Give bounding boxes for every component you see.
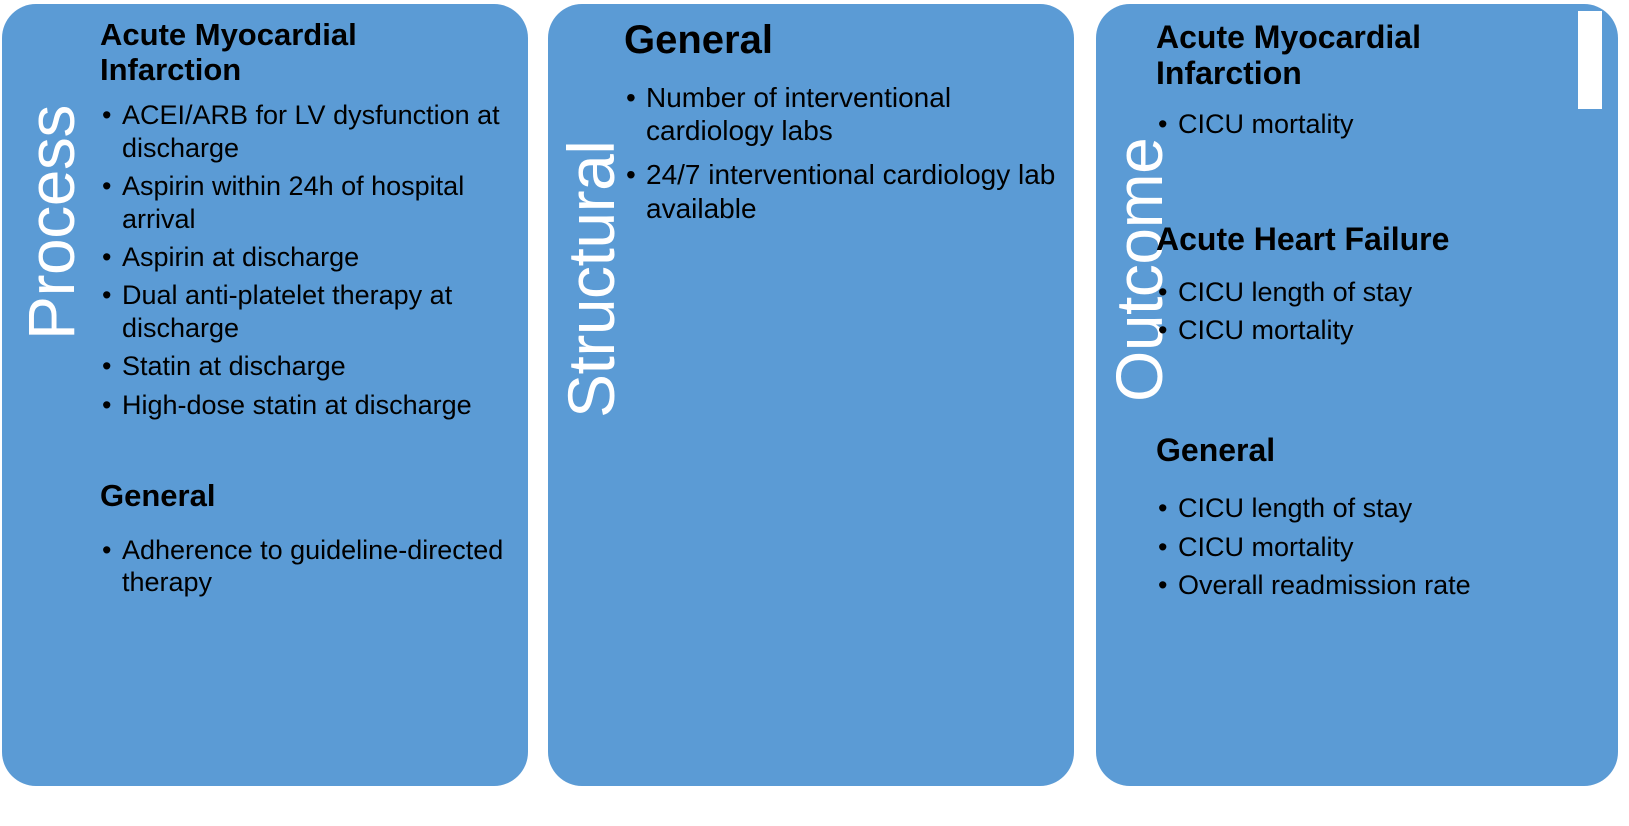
- section-title: General: [624, 18, 773, 62]
- section-general: General Number of interventional cardiol…: [624, 4, 1056, 225]
- white-marker-bar: [1578, 11, 1602, 109]
- panel-content-structural: General Number of interventional cardiol…: [624, 4, 1056, 786]
- section-title: Acute Myocardial Infarction: [1156, 19, 1421, 91]
- list-item: Overall readmission rate: [1156, 569, 1590, 602]
- section-title: Acute Heart Failure: [1156, 221, 1450, 258]
- list-item: 24/7 interventional cardiology lab avail…: [624, 158, 1056, 225]
- list-item: CICU mortality: [1156, 314, 1590, 347]
- list-item: Aspirin within 24h of hospital arrival: [100, 170, 506, 235]
- panel-outcome: Outcome Acute Myocardial Infarction CICU…: [1096, 4, 1618, 786]
- list-item: CICU mortality: [1156, 108, 1590, 141]
- panel-content-outcome: Acute Myocardial Infarction CICU mortali…: [1156, 4, 1590, 786]
- section-general: General Adherence to guideline-directed …: [100, 427, 506, 599]
- list-item: Aspirin at discharge: [100, 241, 506, 274]
- panel-category-label-structural: Structural: [554, 140, 628, 418]
- bullet-list: Adherence to guideline-directed therapy: [100, 534, 506, 599]
- list-item: ACEI/ARB for LV dysfunction at discharge: [100, 99, 506, 164]
- panel-process: Process Acute Myocardial Infarction ACEI…: [2, 4, 528, 786]
- section-title: General: [100, 477, 216, 513]
- bullet-list: ACEI/ARB for LV dysfunction at discharge…: [100, 99, 506, 421]
- panel-category-label-process: Process: [14, 105, 88, 340]
- list-item: CICU length of stay: [1156, 276, 1590, 309]
- bullet-list: Number of interventional cardiology labs…: [624, 81, 1056, 225]
- list-item: CICU mortality: [1156, 531, 1590, 564]
- panel-structural: Structural General Number of interventio…: [548, 4, 1074, 786]
- section-title: General: [1156, 431, 1276, 468]
- list-item: Statin at discharge: [100, 350, 506, 383]
- bullet-list: CICU length of stay CICU mortality: [1156, 276, 1590, 347]
- list-item: High-dose statin at discharge: [100, 389, 506, 422]
- list-item: Number of interventional cardiology labs: [624, 81, 1056, 148]
- list-item: Adherence to guideline-directed therapy: [100, 534, 506, 599]
- list-item: CICU length of stay: [1156, 492, 1590, 525]
- section-acute-heart-failure: Acute Heart Failure CICU length of stay …: [1156, 146, 1590, 347]
- list-item: Dual anti-platelet therapy at discharge: [100, 279, 506, 344]
- section-acute-myocardial-infarction: Acute Myocardial Infarction CICU mortali…: [1156, 4, 1590, 140]
- section-title: Acute Myocardial Infarction: [100, 17, 357, 87]
- section-acute-myocardial-infarction: Acute Myocardial Infarction ACEI/ARB for…: [100, 4, 506, 421]
- panel-content-process: Acute Myocardial Infarction ACEI/ARB for…: [100, 4, 506, 786]
- section-general: General CICU length of stay CICU mortali…: [1156, 353, 1590, 602]
- bullet-list: CICU mortality: [1156, 108, 1590, 141]
- bullet-list: CICU length of stay CICU mortality Overa…: [1156, 492, 1590, 602]
